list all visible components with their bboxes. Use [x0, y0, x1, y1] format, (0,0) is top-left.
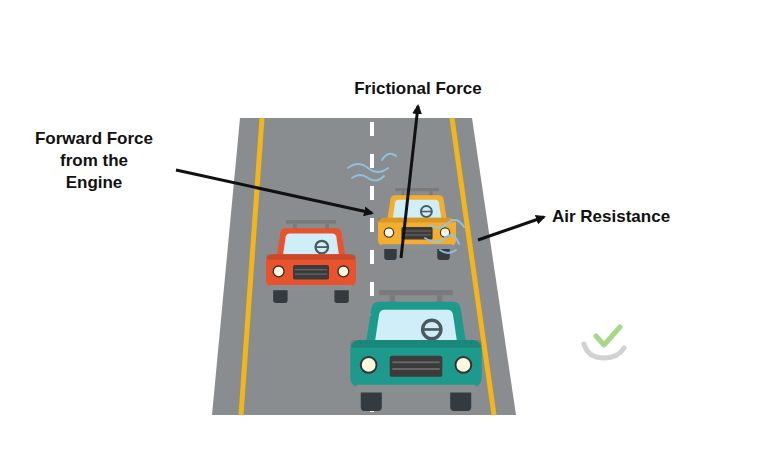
force-label: Frictional Force: [354, 78, 482, 100]
force-label: Air Resistance: [552, 206, 670, 228]
force-label: Forward Force from the Engine: [30, 128, 158, 194]
